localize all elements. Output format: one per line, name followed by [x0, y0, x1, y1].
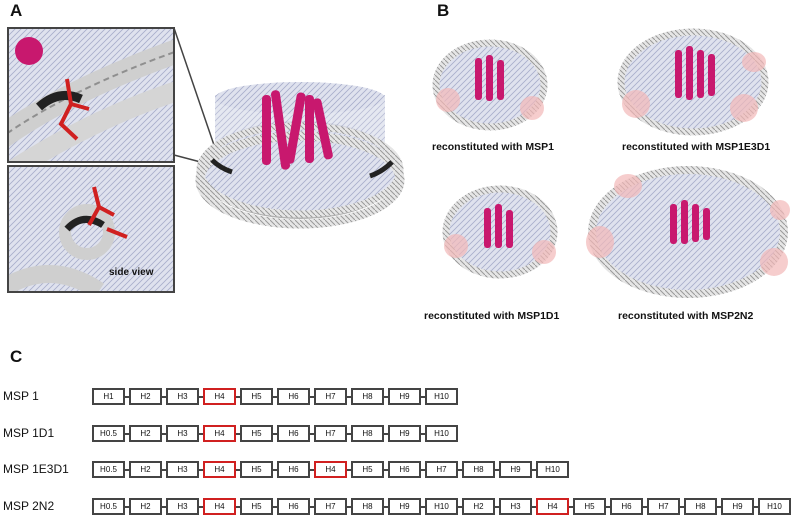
- helix-segment: H7: [425, 461, 462, 478]
- helix-segment: H3: [166, 498, 203, 515]
- helix-segment: H2: [462, 498, 499, 515]
- side-view-label: side view: [109, 267, 154, 278]
- helix-segment: H6: [388, 461, 425, 478]
- helix-segment: H7: [314, 388, 351, 405]
- helix-segment: H2: [129, 388, 166, 405]
- helix-segment: H6: [277, 388, 314, 405]
- helix-segment: H5: [240, 425, 277, 442]
- helix-segment: H0.5: [92, 461, 129, 478]
- helix-segment: H4: [203, 425, 240, 442]
- helix-segment: H4: [536, 498, 573, 515]
- helix-segment: H3: [166, 388, 203, 405]
- helix-segment: H4: [314, 461, 351, 478]
- helix-segment: H9: [388, 388, 425, 405]
- helix-segment: H9: [721, 498, 758, 515]
- helix-segment: H2: [129, 425, 166, 442]
- helix-segment: H9: [388, 498, 425, 515]
- inset-a-side: side view: [7, 165, 175, 293]
- helix-segment: H3: [499, 498, 536, 515]
- helix-segment: H8: [351, 498, 388, 515]
- helix-segment: H1: [92, 388, 129, 405]
- helix-segment: H4: [203, 388, 240, 405]
- inset-a-side-illustration: [9, 167, 173, 291]
- caption-msp1: reconstituted with MSP1: [432, 141, 554, 153]
- helix-segment: H6: [277, 498, 314, 515]
- helix-segment: H5: [240, 388, 277, 405]
- helix-segment: H0.5: [92, 498, 129, 515]
- nanodisc-msp1: [432, 39, 548, 131]
- protein-a: [262, 90, 333, 170]
- inset-a-top-illustration: [9, 29, 173, 161]
- helix-segment: H6: [277, 425, 314, 442]
- nanodisc-msp1d1: [442, 185, 558, 279]
- helix-segment: H10: [425, 498, 462, 515]
- caption-msp1e3d1: reconstituted with MSP1E3D1: [622, 141, 771, 153]
- helix-segment: H10: [536, 461, 569, 478]
- helix-segment: H0.5: [92, 425, 129, 442]
- inset-a-top: [7, 27, 175, 163]
- helix-segment: H7: [314, 498, 351, 515]
- helix-segment: H4: [203, 461, 240, 478]
- panel-letter-c: C: [10, 347, 23, 366]
- helix-segment: H10: [425, 425, 458, 442]
- panel-letter-a: A: [10, 1, 23, 20]
- row-label-msp1d1: MSP 1D1: [3, 426, 55, 440]
- helix-segment: H2: [129, 498, 166, 515]
- row-label-msp1e3d1: MSP 1E3D1: [3, 462, 69, 476]
- helix-segment: H9: [388, 425, 425, 442]
- helix-segment: H2: [129, 461, 166, 478]
- helix-segment: H8: [462, 461, 499, 478]
- helix-segment: H8: [351, 425, 388, 442]
- helix-segment: H7: [647, 498, 684, 515]
- helix-segment: H8: [684, 498, 721, 515]
- helix-segment: H5: [573, 498, 610, 515]
- nanodisc-msp2n2: [586, 166, 790, 298]
- caption-msp2n2: reconstituted with MSP2N2: [618, 310, 754, 322]
- nanodisc-a: [195, 82, 405, 229]
- row-label-msp1: MSP 1: [3, 389, 39, 403]
- helix-segment: H6: [610, 498, 647, 515]
- helix-segment: H8: [351, 388, 388, 405]
- caption-msp1d1: reconstituted with MSP1D1: [424, 310, 560, 322]
- helix-segment: H5: [351, 461, 388, 478]
- helix-segment: H9: [499, 461, 536, 478]
- connector-line-top: [173, 27, 216, 149]
- nanodisc-msp1e3d1: [617, 28, 769, 136]
- helix-segment: H5: [240, 498, 277, 515]
- helix-segment: H6: [277, 461, 314, 478]
- row-label-msp2n2: MSP 2N2: [3, 499, 55, 513]
- helix-segment: H4: [203, 498, 240, 515]
- helix-segment: H3: [166, 425, 203, 442]
- helix-segment: H5: [240, 461, 277, 478]
- panel-letter-b: B: [437, 1, 450, 20]
- helix-segment: H7: [314, 425, 351, 442]
- helix-segment: H10: [425, 388, 458, 405]
- helix-segment: H3: [166, 461, 203, 478]
- helix-segment: H10: [758, 498, 791, 515]
